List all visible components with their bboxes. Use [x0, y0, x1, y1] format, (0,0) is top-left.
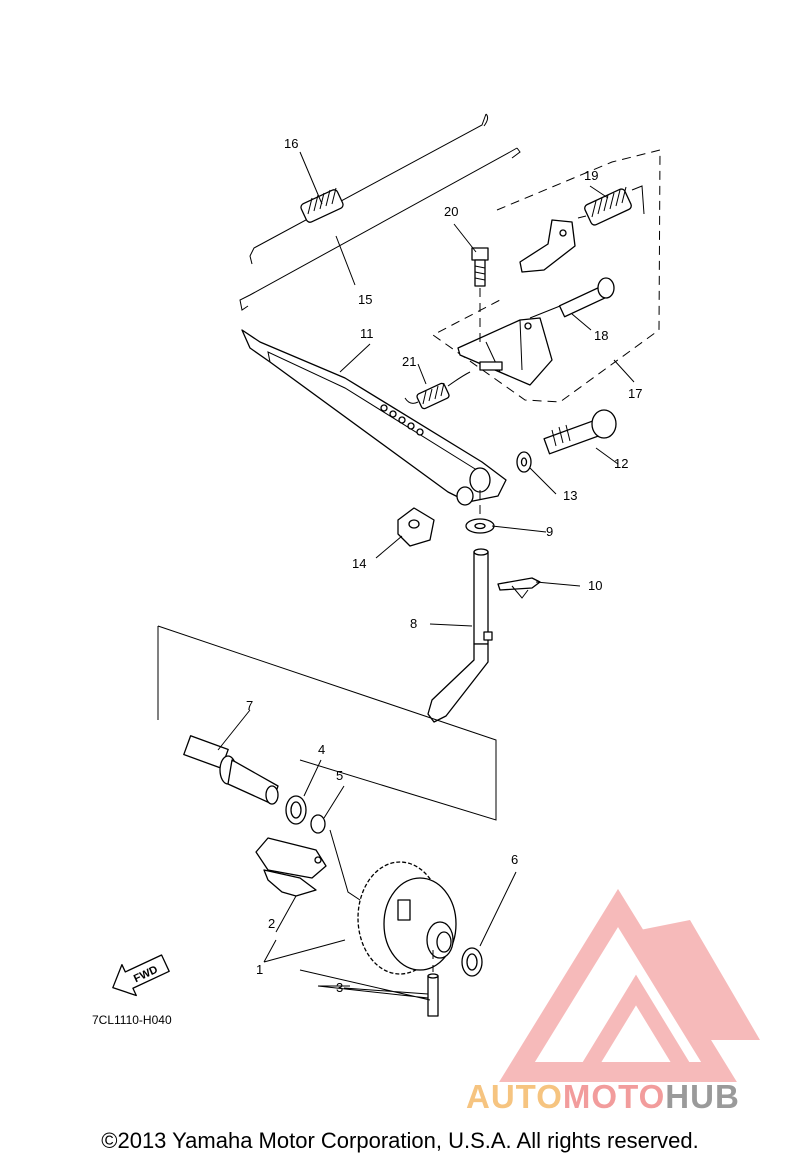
callout-2: 2 [268, 916, 275, 931]
callout-8: 8 [410, 616, 417, 631]
part-12-bolt [543, 409, 617, 455]
part-3-pin [427, 950, 439, 1017]
part-20-bolt [471, 247, 489, 346]
watermark-text: AUTOMOTOHUB [466, 1078, 740, 1116]
callout-18: 18 [594, 328, 608, 343]
callout-16: 16 [284, 136, 298, 151]
watermark-logo-icon [499, 888, 760, 1082]
part-16-spring [300, 187, 344, 223]
copyright-notice: ©2013 Yamaha Motor Corporation, U.S.A. A… [101, 1128, 699, 1153]
part-21-spring [404, 371, 471, 410]
callout-11: 11 [360, 326, 374, 341]
watermark-moto: MOTO [562, 1078, 666, 1115]
callout-13: 13 [563, 488, 577, 503]
part-19-spring [577, 185, 645, 226]
assembly-17-outline [432, 149, 661, 403]
callout-15: 15 [358, 292, 372, 307]
alignment-frame [157, 625, 497, 821]
callout-12: 12 [614, 456, 628, 471]
callout-19: 19 [584, 168, 598, 183]
callout-10: 10 [588, 578, 602, 593]
callout-3: 3 [336, 980, 343, 995]
part-16-wire [249, 113, 487, 265]
leader-lines [217, 151, 635, 1001]
part-8-shaft [427, 548, 493, 723]
callout-5: 5 [336, 768, 343, 783]
part-5-clip [310, 814, 326, 834]
part-19-plate [519, 219, 576, 273]
callout-9: 9 [546, 524, 553, 539]
callout-6: 6 [511, 852, 518, 867]
part-2-lever [255, 837, 327, 897]
watermark-auto: AUTO [466, 1078, 563, 1115]
part-14-nut [397, 507, 435, 547]
part-10-pin [497, 577, 541, 599]
part-1-gear [357, 861, 457, 975]
part-7-shaft [183, 735, 279, 805]
fwd-arrow-icon: FWD [112, 954, 170, 997]
callout-1: 1 [256, 962, 263, 977]
callout-20: 20 [444, 204, 458, 219]
part-15-rod [239, 147, 518, 311]
callout-4: 4 [318, 742, 325, 757]
callout-7: 7 [246, 698, 253, 713]
callout-17: 17 [628, 386, 642, 401]
watermark-hub: HUB [665, 1078, 740, 1115]
callout-14: 14 [352, 556, 366, 571]
diagram-code: 7CL1110-H040 [92, 1013, 172, 1027]
callout-21: 21 [402, 354, 416, 369]
part-18-bolt [529, 277, 615, 319]
part-11-lever [241, 329, 507, 506]
part-17-bracket [457, 317, 553, 386]
